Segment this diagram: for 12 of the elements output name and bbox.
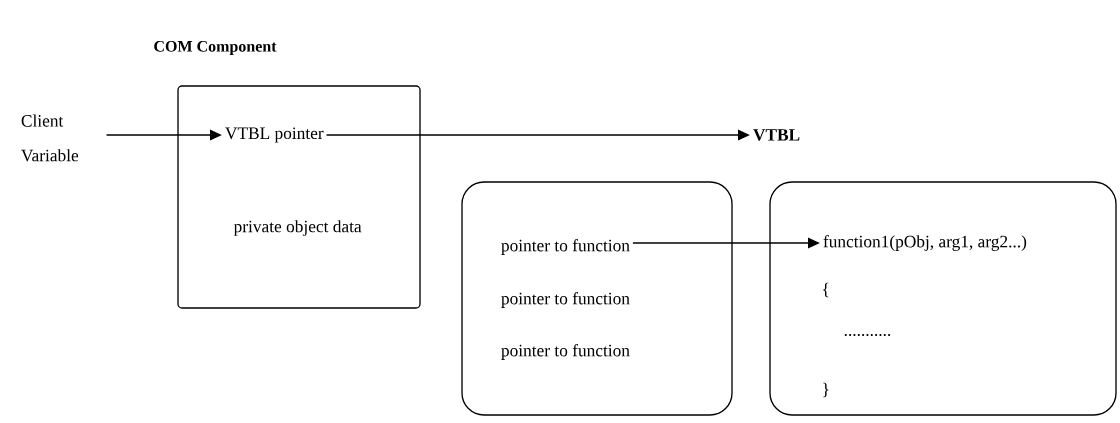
- node-text: pointer to function: [501, 292, 630, 308]
- arrow: [632, 237, 820, 249]
- node-text: VTBL: [753, 129, 800, 141]
- rounded-box: [461, 181, 733, 416]
- node-text: Client Variable: [21, 114, 79, 162]
- node-text: pointer to function: [501, 239, 630, 255]
- node-text: VTBL pointer: [225, 127, 324, 143]
- arrow: [325, 129, 750, 141]
- node-text: function1(pObj, arg1, arg2...): [823, 235, 1027, 251]
- arrow: [105, 129, 222, 141]
- node-text: pointer to function: [501, 344, 630, 360]
- title: COM Component: [154, 41, 277, 55]
